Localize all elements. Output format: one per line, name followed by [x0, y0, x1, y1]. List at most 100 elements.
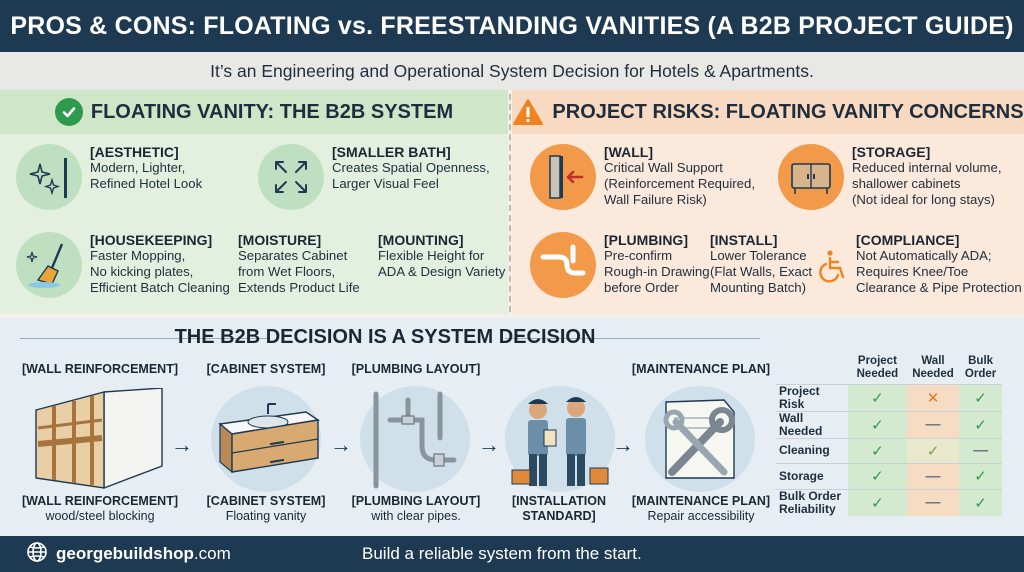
system-decision-heading: THE B2B DECISION IS A SYSTEM DECISION [174, 326, 596, 348]
risk-compliance: [COMPLIANCE] Not Automatically ADA; Requ… [818, 232, 1022, 296]
footer-bar: georgebuildshop.com Build a reliable sys… [0, 536, 1024, 572]
check-icon: ✓ [871, 468, 884, 486]
maintenance-plan-caption-title: [MAINTENANCE PLAN] [631, 494, 771, 508]
wrench-icon [650, 392, 750, 488]
table-cell: ✕ [906, 383, 960, 411]
check-icon: ✓ [974, 468, 987, 486]
step-maintenance-plan-title: [MAINTENANCE PLAN] [631, 362, 771, 376]
aesthetic-line-2: Refined Hotel Look [90, 176, 203, 191]
table-cell: ✓ [959, 383, 1002, 411]
wheelchair-icon [818, 249, 848, 288]
wall-risk-line-1: Critical Wall Support [604, 160, 723, 175]
moisture-line-2: from Wet Floors, [238, 264, 336, 279]
housekeeping-label: [HOUSEKEEPING] [90, 232, 213, 248]
wall-reinforcement-caption-sub: wood/steel blocking [45, 509, 155, 523]
cabinet-icon [778, 144, 844, 210]
table-cell: — [906, 410, 960, 438]
heading-rule-left [20, 338, 270, 339]
step-installation-caption: [INSTALLATION STANDARD] [496, 494, 622, 524]
expand-arrows-icon [258, 144, 324, 210]
moisture-label: [MOISTURE] [238, 232, 322, 248]
moisture-line-3: Extends Product Life [238, 280, 360, 295]
risk-wall: [WALL] Critical Wall Support (Reinforcem… [530, 144, 755, 210]
mounting-label: [MOUNTING] [378, 232, 464, 248]
risk-storage: [STORAGE] Reduced internal volume, shall… [778, 144, 1002, 210]
table-cell: ✓ [906, 437, 960, 464]
table-row: Project Risk ✓ ✕ ✓ [776, 383, 1002, 411]
table-cell: ✓ [848, 463, 907, 490]
aesthetic-label: [AESTHETIC] [90, 144, 179, 160]
arrow-right-icon: → [478, 432, 500, 457]
mounting-line-2: ADA & Design Variety [378, 264, 506, 279]
compliance-risk-line-3: Clearance & Pipe Protection [856, 280, 1022, 295]
step-plumbing-layout-title: [PLUMBING LAYOUT] [351, 362, 481, 376]
footer-tagline: Build a reliable system from the start. [362, 544, 642, 563]
globe-icon [26, 541, 48, 568]
dash-icon: — [925, 416, 941, 433]
check-icon: ✓ [926, 442, 940, 460]
sparkle-icon [16, 144, 82, 210]
warning-icon [512, 98, 544, 126]
plumbing-layout-caption-title: [PLUMBING LAYOUT] [351, 494, 481, 508]
maintenance-plan-caption-sub: Repair accessibility [647, 509, 755, 523]
wall-risk-line-2: (Reinforcement Required, [604, 176, 755, 191]
table-cell: ✓ [848, 488, 907, 516]
feature-aesthetic: [AESTHETIC] Modern, Lighter, Refined Hot… [16, 144, 202, 210]
footer-site-name: georgebuildshop [56, 544, 194, 563]
vanity-icon [206, 398, 326, 488]
arrow-right-icon: → [330, 432, 352, 457]
dash-icon: — [925, 494, 941, 512]
table-row: Cleaning ✓ ✓ — [776, 437, 1002, 464]
heading-rule-right [505, 338, 760, 339]
install-risk-line-1: Lower Tolerance [710, 248, 807, 263]
table-row-label: Wall Needed [776, 410, 848, 438]
footer-site[interactable]: georgebuildshop.com [26, 536, 231, 572]
storage-risk-line-2: shallower cabinets [852, 176, 961, 191]
storage-risk-label: [STORAGE] [852, 144, 931, 160]
table-cell: ✓ [848, 410, 907, 438]
project-risks-panel: PROJECT RISKS: FLOATING VANITY CONCERNS … [512, 90, 1024, 314]
table-cell: ✓ [959, 410, 1002, 438]
feature-housekeeping: [HOUSEKEEPING] Faster Mopping, No kickin… [16, 232, 230, 298]
aesthetic-line-1: Modern, Lighter, [90, 160, 186, 175]
panel-divider [509, 94, 511, 312]
pipe-icon [530, 232, 596, 298]
table-header-empty [776, 352, 848, 384]
installation-caption-title: [INSTALLATION [512, 494, 606, 508]
floating-vanity-heading-text: FLOATING VANITY: THE B2B SYSTEM [90, 100, 454, 123]
footer-site-suffix: .com [193, 544, 231, 563]
table-row-label: Storage [776, 463, 848, 490]
smaller-bath-line-1: Creates Spatial Openness, [332, 160, 490, 175]
install-risk-line-3: Mounting Batch) [710, 280, 807, 295]
plumbing-risk-label: [PLUMBING] [604, 232, 688, 248]
step-wall-reinforcement-title: [WALL REINFORCEMENT] [21, 362, 178, 376]
wall-frame-icon [30, 387, 170, 492]
check-icon: ✓ [974, 416, 987, 434]
step-cabinet-system-title: [CABINET SYSTEM] [206, 362, 326, 376]
project-risks-heading: PROJECT RISKS: FLOATING VANITY CONCERNS [512, 90, 1024, 134]
broom-icon [16, 232, 82, 298]
smaller-bath-line-2: Larger Visual Feel [332, 176, 439, 191]
check-icon: ✓ [974, 389, 987, 407]
moisture-line-1: Separates Cabinet [238, 248, 348, 263]
table-cell: — [906, 463, 960, 490]
storage-risk-line-3: (Not ideal for long stays) [852, 192, 995, 207]
feature-smaller-bath: [SMALLER BATH] Creates Spatial Openness,… [258, 144, 490, 210]
wall-risk-label: [WALL] [604, 144, 653, 160]
table-header-project-needed: Project Needed [856, 354, 899, 380]
table-header-bulk-order: Bulk Order [964, 354, 997, 380]
step-wall-reinforcement-caption: [WALL REINFORCEMENT] wood/steel blocking [20, 494, 180, 524]
wall-risk-line-3: Wall Failure Risk) [604, 192, 707, 207]
compliance-risk-line-1: Not Automatically ADA; [856, 248, 992, 263]
page-title: PROS & CONS: FLOATING vs. FREESTANDING V… [0, 0, 1024, 52]
project-risks-heading-text: PROJECT RISKS: FLOATING VANITY CONCERNS [552, 100, 1024, 123]
page-subtitle: It’s an Engineering and Operational Syst… [0, 52, 1024, 90]
table-header-wall-needed: Wall Needed [912, 354, 954, 380]
cross-icon: ✕ [926, 389, 940, 407]
feature-moisture: [MOISTURE] Separates Cabinet from Wet Fl… [238, 232, 360, 296]
plumbing-risk-line-3: before Order [604, 280, 679, 295]
table-cell: ✓ [959, 463, 1002, 490]
check-icon: ✓ [871, 442, 884, 460]
table-row-label: Project Risk [776, 383, 848, 411]
table-row: Wall Needed ✓ — ✓ [776, 410, 1002, 438]
